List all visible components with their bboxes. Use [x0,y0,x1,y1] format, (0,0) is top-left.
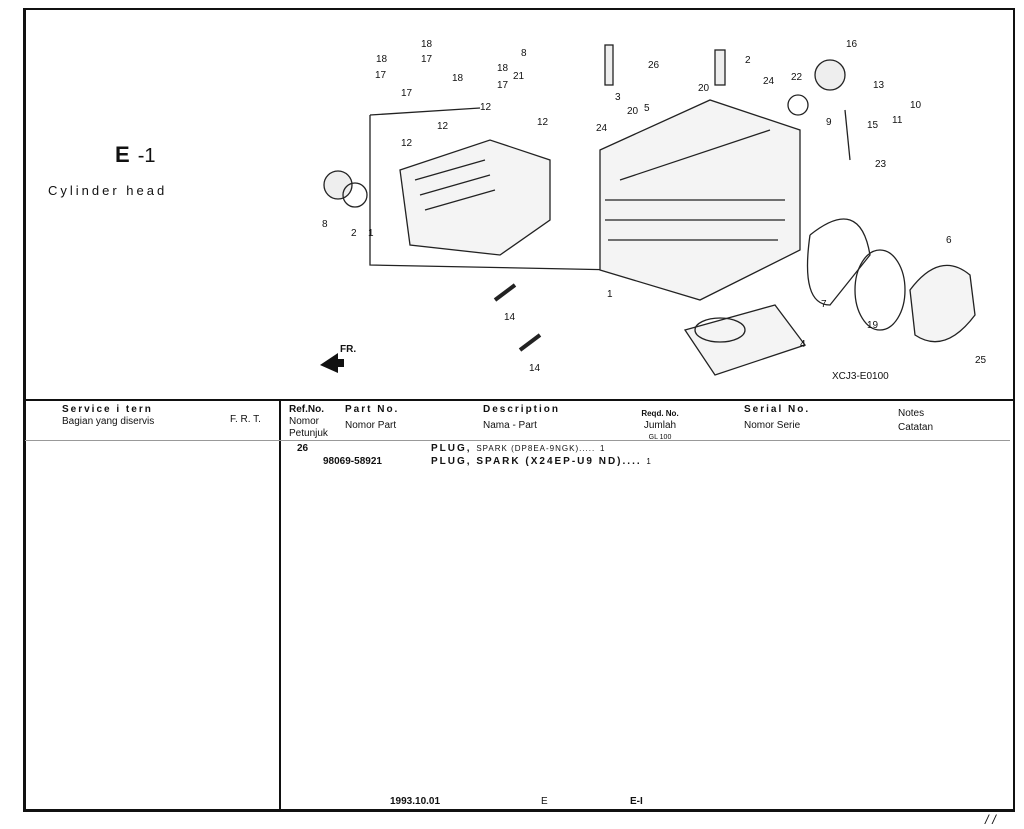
figure-code: XCJ3-E0100 [832,371,889,382]
callout-number: 1 [368,228,374,239]
callout-number: 9 [826,117,832,128]
callout-number: 11 [892,115,903,126]
callout-number: 22 [791,72,803,83]
callout-number: 12 [437,121,449,132]
callout-number: 25 [975,355,987,366]
callout-number: 17 [421,54,433,65]
row-name: PLUG, SPARK (X24EP-U9 ND).... 1 [431,456,652,467]
callout-number: 17 [497,80,509,91]
footer-corner-mark: / / [985,812,996,827]
callout-number: 15 [867,120,879,131]
callout-number: 12 [537,117,549,128]
callout-number: 16 [846,39,858,50]
callout-number: 3 [615,92,621,103]
callout-number: 17 [401,88,413,99]
callout-number: 21 [513,71,525,82]
callout-number: 19 [867,320,879,331]
footer-page: E-I [630,796,643,807]
header-ref-no: Ref.No.Nomor Petunjuk [289,404,328,439]
header-part-no: Part No.Nomor Part [345,404,400,431]
header-serial-no: Serial No.Nomor Serie [744,404,811,431]
footer-mark: E [541,796,548,807]
callout-number: 18 [421,39,433,50]
callout-number: 17 [375,70,387,81]
row-ref: 26 [297,443,309,454]
callout-number: 20 [698,83,710,94]
callout-number: 12 [480,102,492,113]
front-arrow-icon [320,353,344,373]
section-title: Cylinder head [48,183,168,198]
page-frame [23,8,1015,812]
callout-number: 6 [946,235,952,246]
row-name: PLUG, SPARK (DP8EA-9NGK)..... 1 [431,443,606,454]
front-label: FR. [340,344,356,355]
header-frt: F. R. T. [230,414,261,425]
callout-number: 8 [322,219,328,230]
callout-number: 10 [910,100,922,111]
callout-number: 2 [745,55,751,66]
callout-number: 1 [607,289,613,300]
callout-number: 8 [521,48,527,59]
row-part-no: 98069-58921 [323,456,382,467]
callout-number: 18 [452,73,464,84]
callout-number: 13 [873,80,885,91]
callout-number: 18 [497,63,509,74]
callout-number: 18 [376,54,388,65]
section-code: E-1 [115,142,156,167]
callout-number: 23 [875,159,887,170]
footer-date: 1993.10.01 [390,796,441,807]
callout-number: 2 [351,228,357,239]
callout-number: 14 [504,312,516,323]
callout-number: 12 [401,138,413,149]
callout-number: 5 [644,103,650,114]
callout-number: 7 [821,299,827,310]
callout-number: 20 [627,106,639,117]
callout-number: 26 [648,60,660,71]
callout-number: 14 [529,363,541,374]
callout-number: 24 [763,76,775,87]
callout-number: 4 [800,339,806,350]
callout-number: 24 [596,123,608,134]
